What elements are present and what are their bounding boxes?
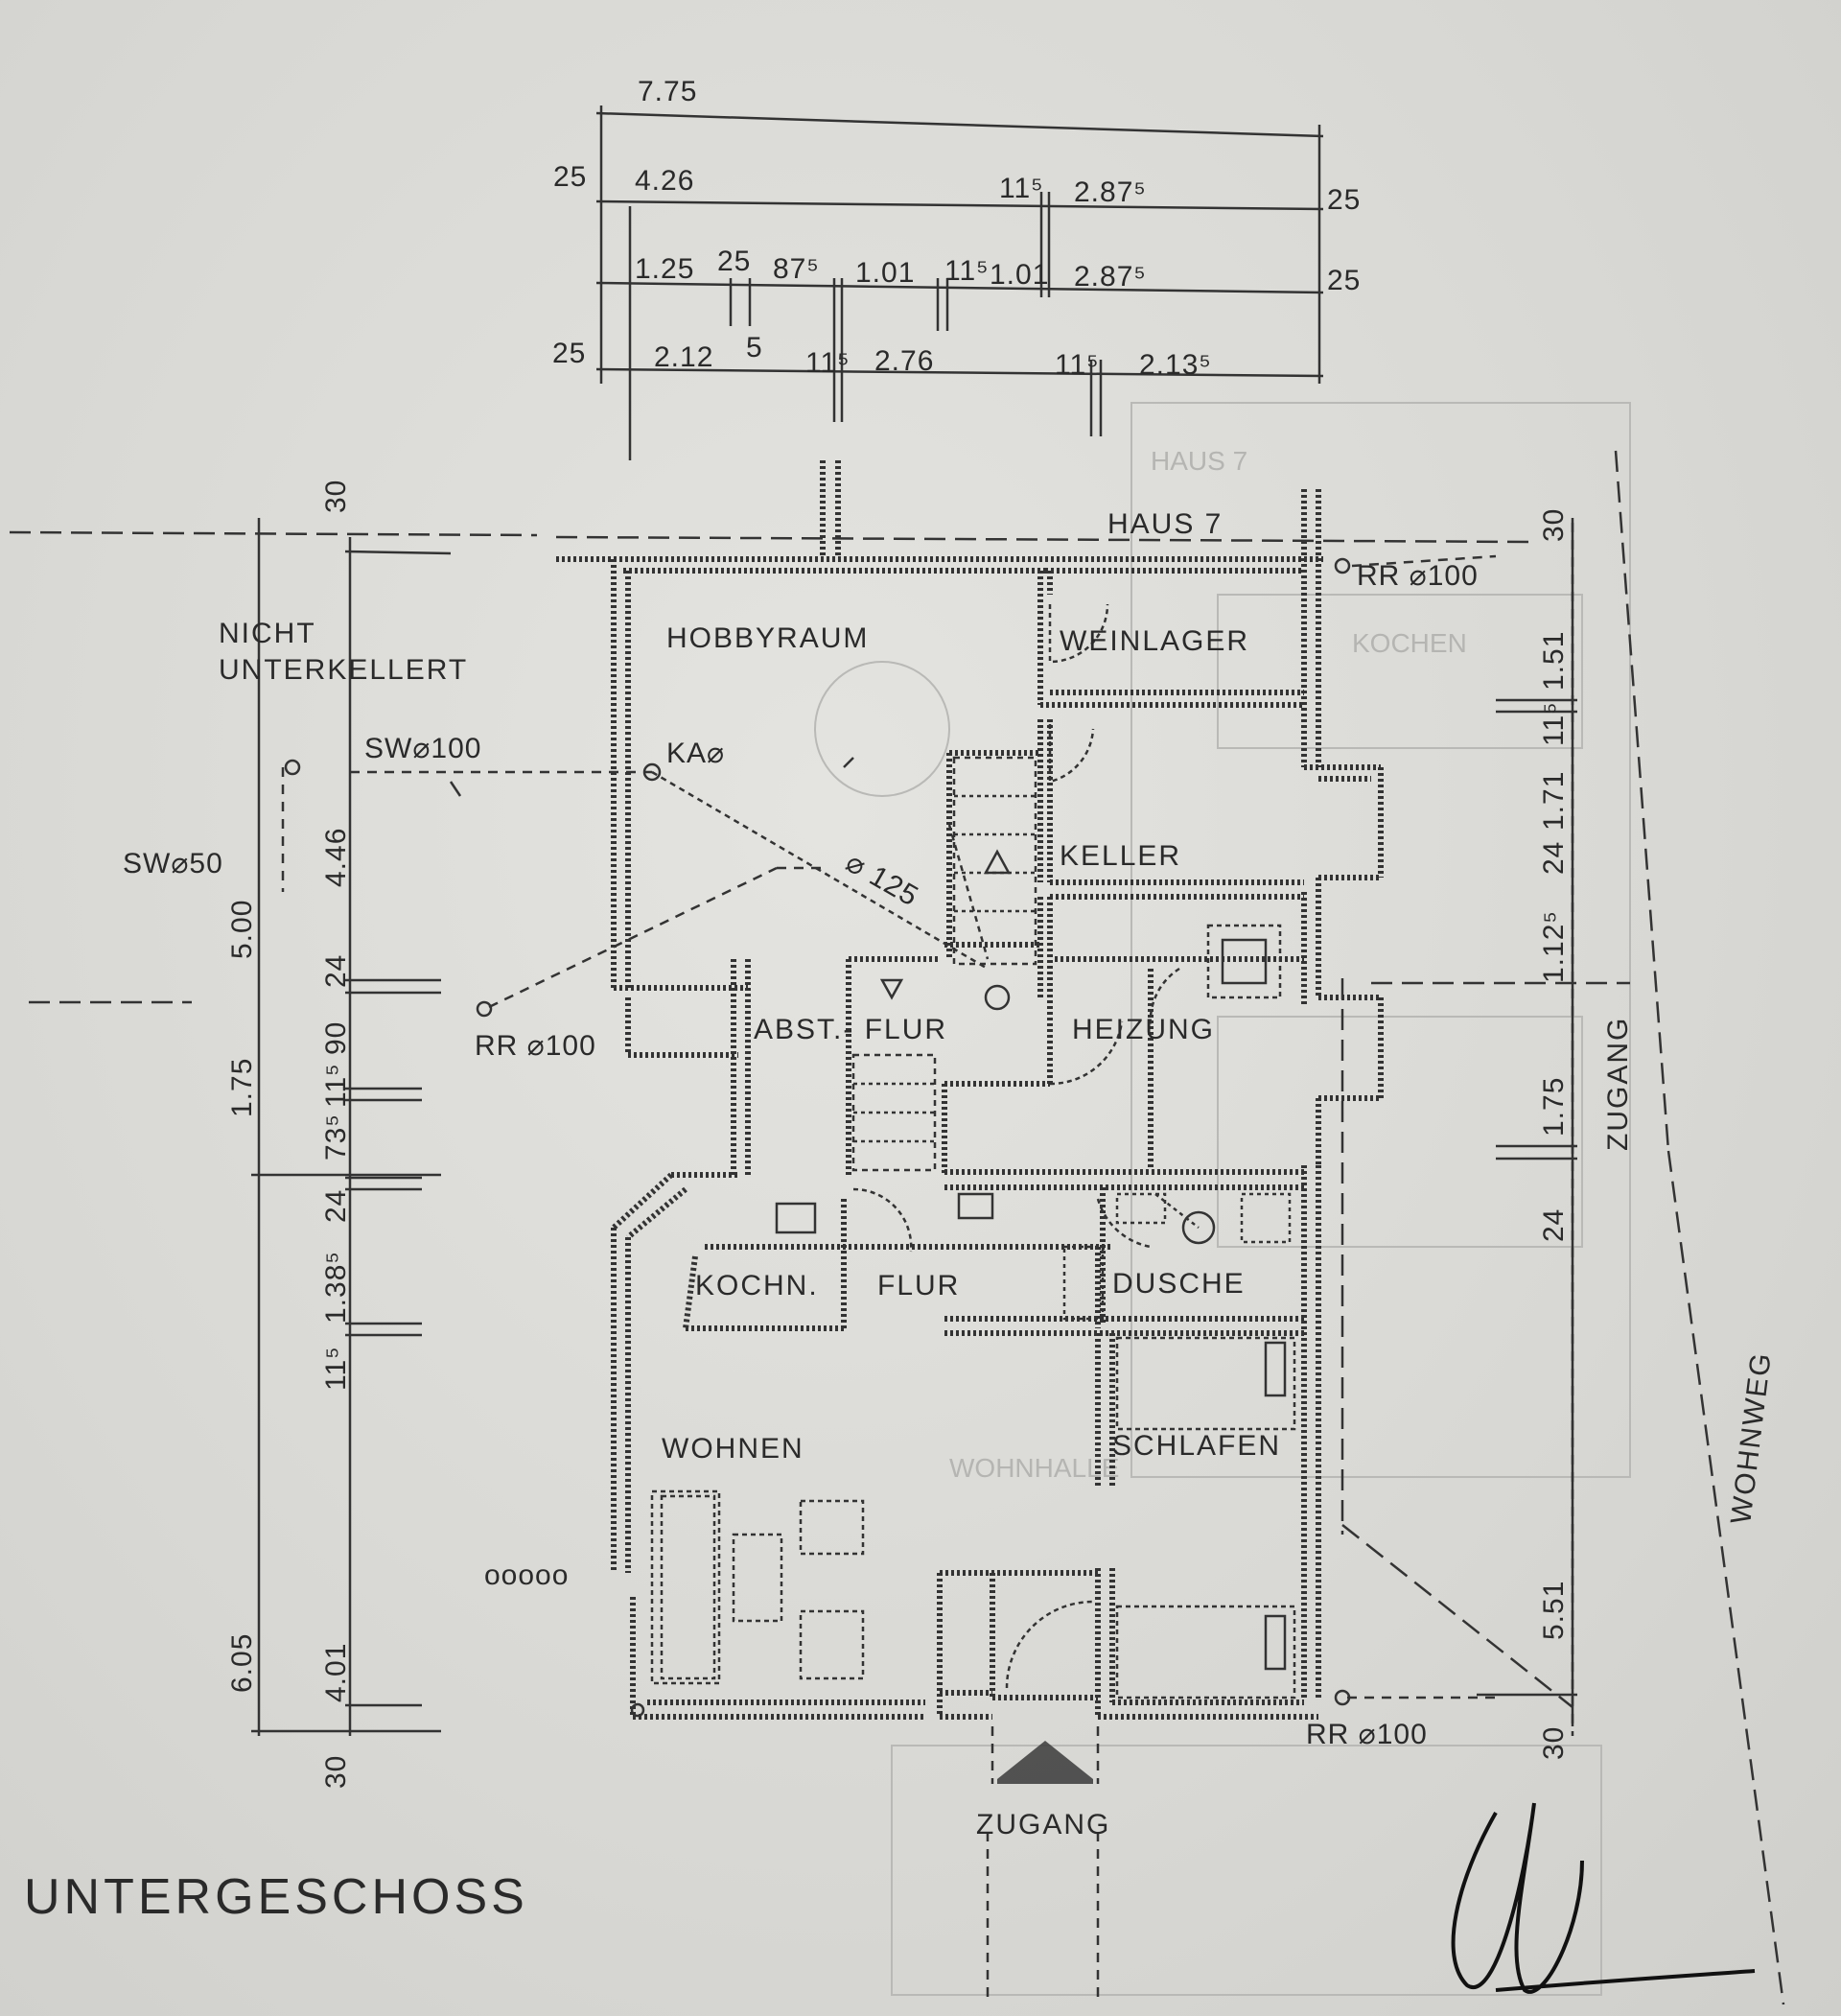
label-nicht: NICHT [219,618,316,649]
show-through-ghost: HAUS 7 KOCHEN WOHNHALLE [814,402,1631,1996]
label-unterkellert: UNTERKELLERT [219,654,468,686]
label-sw100: SW⌀100 [364,733,481,764]
dim-left-outer-0: 30 [320,480,352,513]
walls [556,460,1384,1720]
right-dimension-lines [1477,518,1577,1726]
dim-top-r1-0: 25 [553,161,587,193]
svg-text:HAUS 7: HAUS 7 [1151,446,1247,476]
rr-downpipe-left-icon [476,1000,493,1018]
dim-left-inner-8: 4.01 [320,1643,352,1702]
dim-top-r2-6: 2.87⁵ [1074,261,1147,293]
dim-left-inner-0: 4.46 [320,828,352,887]
annotations: HAUS 7 NICHT UNTERKELLERT SW⌀100 SW⌀50 K… [123,508,1778,1840]
rr-downpipe-bottom-icon [1334,1689,1351,1706]
room-labels: HOBBYRAUM WEINLAGER KELLER HEIZUNG ABST.… [662,622,1281,1465]
dim-top-r2-4: 11⁵ [944,255,990,287]
dim-left-inner-4: 73⁵ [320,1113,352,1160]
dim-right-6: 1.75 [1538,1077,1570,1137]
dim-top-r1-2: 11⁵ [999,173,1044,204]
top-dimension-lines [595,105,1324,460]
svg-text:KOCHEN: KOCHEN [1352,628,1467,658]
left-dimension-texts: 30 5.00 1.75 6.05 30 4.46 24 90 11⁵ 73⁵ … [226,480,352,1789]
room-wohnen: WOHNEN [662,1433,804,1465]
room-keller: KELLER [1060,840,1181,872]
label-pipe125: ⌀ 125 [841,846,924,912]
dim-left-inner-1: 24 [320,954,352,988]
doors [852,603,1180,1689]
dim-top-r2-2: 87⁵ [773,253,820,285]
pipes [281,554,1497,1718]
stairs [851,756,1037,1172]
room-hobbyraum: HOBBYRAUM [666,622,869,654]
dim-top-r3-1: 2.12 [654,341,713,373]
furniture [650,924,1296,1700]
signature [1451,1802,1756,1994]
label-ka: KA⌀ [666,738,725,769]
dim-left-inner-3: 11⁵ [320,1063,352,1108]
dim-left-inner-2: 90 [320,1021,352,1055]
dim-right-9: 30 [1538,1726,1570,1760]
dim-top-r3-3: 11⁵ [805,347,851,379]
rr-downpipe-top-icon [1334,557,1351,574]
ka-drain-icon [642,762,662,782]
dim-top-r2-0: 1.25 [635,253,694,285]
dim-top-r3-5: 11⁵ [1055,349,1100,381]
room-flur: FLUR [877,1270,960,1301]
entrance-arrow-icon [997,1741,1093,1784]
right-dimension-texts: 30 1.51 11⁵ 1.71 24 1.12⁵ 1.75 24 5.51 3… [1538,508,1570,1760]
room-kochn: KOCHN. [695,1270,819,1301]
dim-right-0: 30 [1538,508,1570,542]
dim-right-4: 24 [1538,841,1570,875]
dim-left-outer-4: 30 [320,1755,352,1789]
dim-right-7: 24 [1538,1208,1570,1242]
dim-top-r3-4: 2.76 [874,345,934,377]
left-dimension-lines [251,518,452,1736]
room-abst-flur: ABST.- FLUR [754,1014,947,1045]
room-dusche: DUSCHE [1112,1268,1246,1300]
label-rr-bottom: RR ⌀100 [1306,1719,1428,1750]
dim-left-inner-7: 11⁵ [320,1346,352,1391]
dim-left-outer-1: 5.00 [226,900,258,959]
dim-left-inner-6: 1.38⁵ [320,1251,352,1324]
svg-text:WOHNHALLE: WOHNHALLE [949,1453,1119,1483]
label-rr-left: RR ⌀100 [475,1030,596,1062]
label-sw50: SW⌀50 [123,848,223,879]
dim-top-r3-2: 5 [746,332,763,363]
dim-right-8: 5.51 [1538,1581,1570,1640]
dim-left-outer-2: 1.75 [226,1058,258,1117]
dim-top-r2-1: 25 [717,246,751,277]
room-weinlager: WEINLAGER [1060,625,1249,657]
label-zugang-bottom: ZUGANG [976,1809,1110,1840]
page-title: UNTERGESCHOSS [24,1869,528,1925]
dim-left-inner-5: 24 [320,1189,352,1223]
dim-right-3: 1.71 [1538,771,1570,831]
dim-top-r2-5: 1.01 [990,259,1049,291]
sw-downpipe-icon [284,759,301,776]
label-haus7: HAUS 7 [1107,508,1223,540]
dim-right-5: 1.12⁵ [1538,910,1570,983]
dim-right-2: 11⁵ [1538,701,1570,746]
dim-top-r3-6: 2.13⁵ [1139,349,1212,381]
dim-top-r2-7: 25 [1327,265,1361,296]
label-zugang-side: ZUGANG [1602,1017,1634,1151]
dim-left-outer-3: 6.05 [226,1633,258,1693]
room-schlafen: SCHLAFEN [1112,1430,1281,1462]
dim-top-r1-3: 2.87⁵ [1074,176,1147,208]
room-heizung: HEIZUNG [1072,1014,1215,1045]
dim-top-r2-3: 1.01 [855,257,915,289]
label-rr-top: RR ⌀100 [1357,560,1479,592]
dim-top-r1-1: 4.26 [635,165,694,197]
dim-top-r1-4: 25 [1327,184,1361,216]
label-radiator: ooooo [484,1559,569,1591]
dim-top-overall: 7.75 [638,76,697,107]
dim-right-1: 1.51 [1538,631,1570,691]
dim-top-r3-0: 25 [552,338,586,369]
label-wohnweg: WOHNWEG [1725,1350,1778,1526]
